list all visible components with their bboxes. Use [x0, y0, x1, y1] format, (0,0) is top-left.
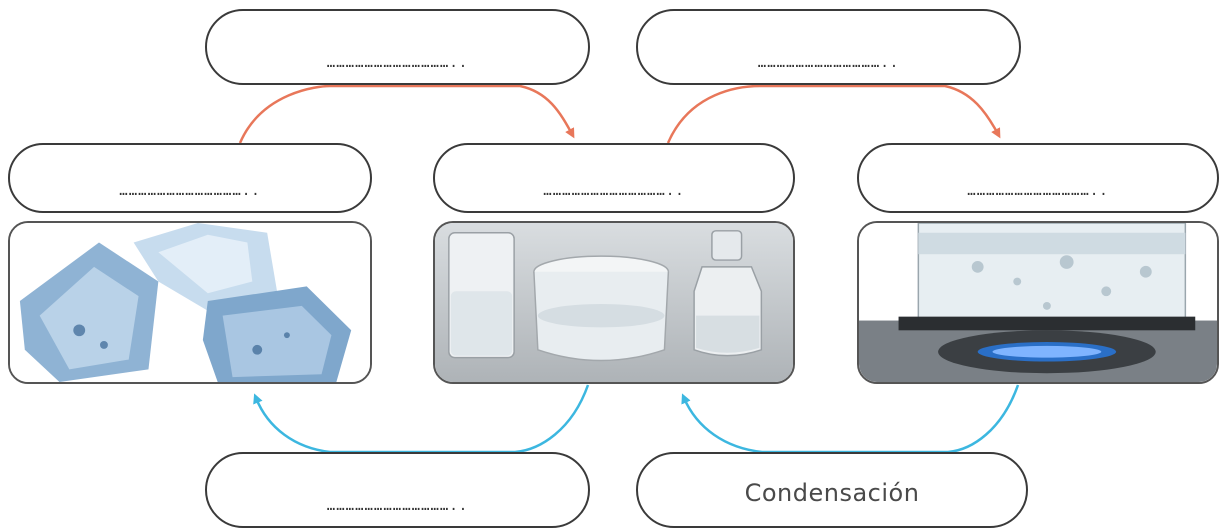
cooling-arrow-gas-to-liquid: [681, 384, 1020, 454]
cooling-arrow-liquid-to-solid: [253, 384, 590, 454]
condensation-label: Condensación: [744, 479, 920, 507]
boiling-pot-photo: [857, 221, 1219, 384]
boiling-pot-on-stove-icon: [859, 223, 1217, 382]
bottom-right-answer-box[interactable]: Condensación: [636, 452, 1028, 528]
top-right-blank: …………………………………..: [757, 55, 900, 71]
water-glassware-icon: [435, 223, 793, 382]
steam-state-blank: …………………………………..: [967, 183, 1109, 199]
bottom-left-answer-box[interactable]: …………………………………..: [205, 452, 590, 528]
ice-state-blank: …………………………………..: [119, 183, 261, 199]
top-left-answer-box[interactable]: …………………………………..: [205, 9, 590, 85]
water-glassware-photo: [433, 221, 795, 384]
steam-state-answer-box[interactable]: …………………………………..: [857, 143, 1219, 213]
liquid-state-blank: …………………………………..: [543, 183, 685, 199]
liquid-state-answer-box[interactable]: …………………………………..: [433, 143, 795, 213]
ice-state-answer-box[interactable]: …………………………………..: [8, 143, 372, 213]
top-left-blank: …………………………………..: [326, 55, 469, 71]
ice-cubes-photo: [8, 221, 372, 384]
ice-cubes-icon: [10, 223, 370, 382]
heating-arrow-solid-to-liquid: [238, 84, 575, 144]
top-right-answer-box[interactable]: …………………………………..: [636, 9, 1021, 85]
bottom-left-blank: …………………………………..: [326, 498, 469, 514]
heating-arrow-liquid-to-gas: [666, 84, 1001, 144]
